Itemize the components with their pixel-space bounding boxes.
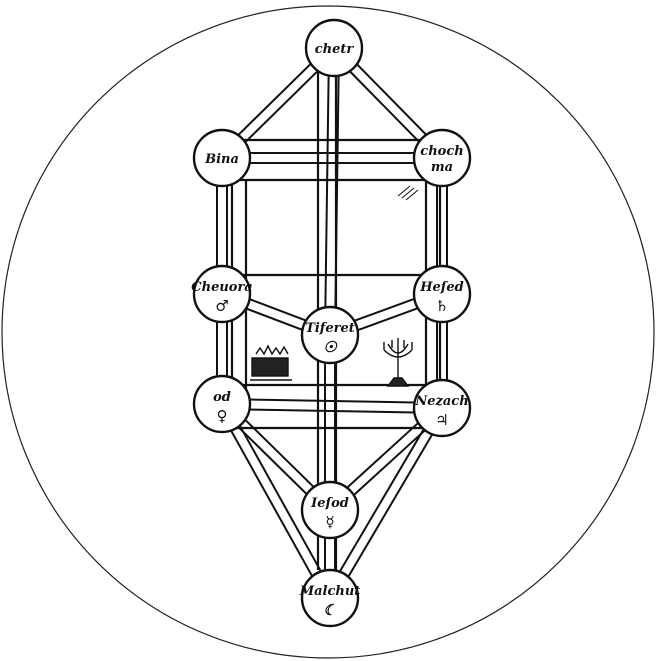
sephira-label: Nezach [414,394,468,409]
sephira-iesod: Ieſod ☿ [302,482,358,538]
sephira-kether: chetr [306,20,362,76]
sephira-label: Malchut [299,584,361,599]
sephira-label-line2: ma [431,160,453,175]
sephira-hesed: Heſed ♄ [414,266,470,322]
sephira-label: choch [420,144,463,159]
planet-symbol-icon: ♀ [217,407,228,425]
sephira-label: Heſed [419,280,464,295]
candelabrum-vignette [384,338,412,386]
path-hod-nezach [222,409,442,413]
sephira-geburah: Cheuora ♂ [191,266,252,322]
sephira-malchut: Malchut ☾ [299,570,361,626]
sephira-label: Tiferet [305,321,355,336]
sephira-label: od [213,390,231,405]
sephira-nezach: Nezach ♃ [414,380,470,436]
hatch-mark [398,186,418,200]
altar-vignette [250,346,292,380]
path-hod-nezach [222,399,442,403]
sephira-label: Cheuora [191,280,252,295]
planet-symbol-icon: ♃ [435,411,448,429]
planet-symbol-icon: ♄ [435,297,448,315]
sephira-hod: od ♀ [194,376,250,432]
sephira-label: Bina [204,152,239,167]
planet-symbol-icon: ☉ [323,338,338,356]
planet-symbol-icon: ☾ [323,601,336,619]
sephira-label: Ieſod [310,496,349,511]
sephira-label: chetr [315,42,355,57]
sephira-tiferet: Tiferet ☉ [302,307,358,363]
planet-symbol-icon: ♂ [215,297,228,315]
path-kether-tiferet [325,48,329,335]
sephira-bina: Bina [194,130,250,186]
planet-symbol-icon: ☿ [325,513,334,531]
